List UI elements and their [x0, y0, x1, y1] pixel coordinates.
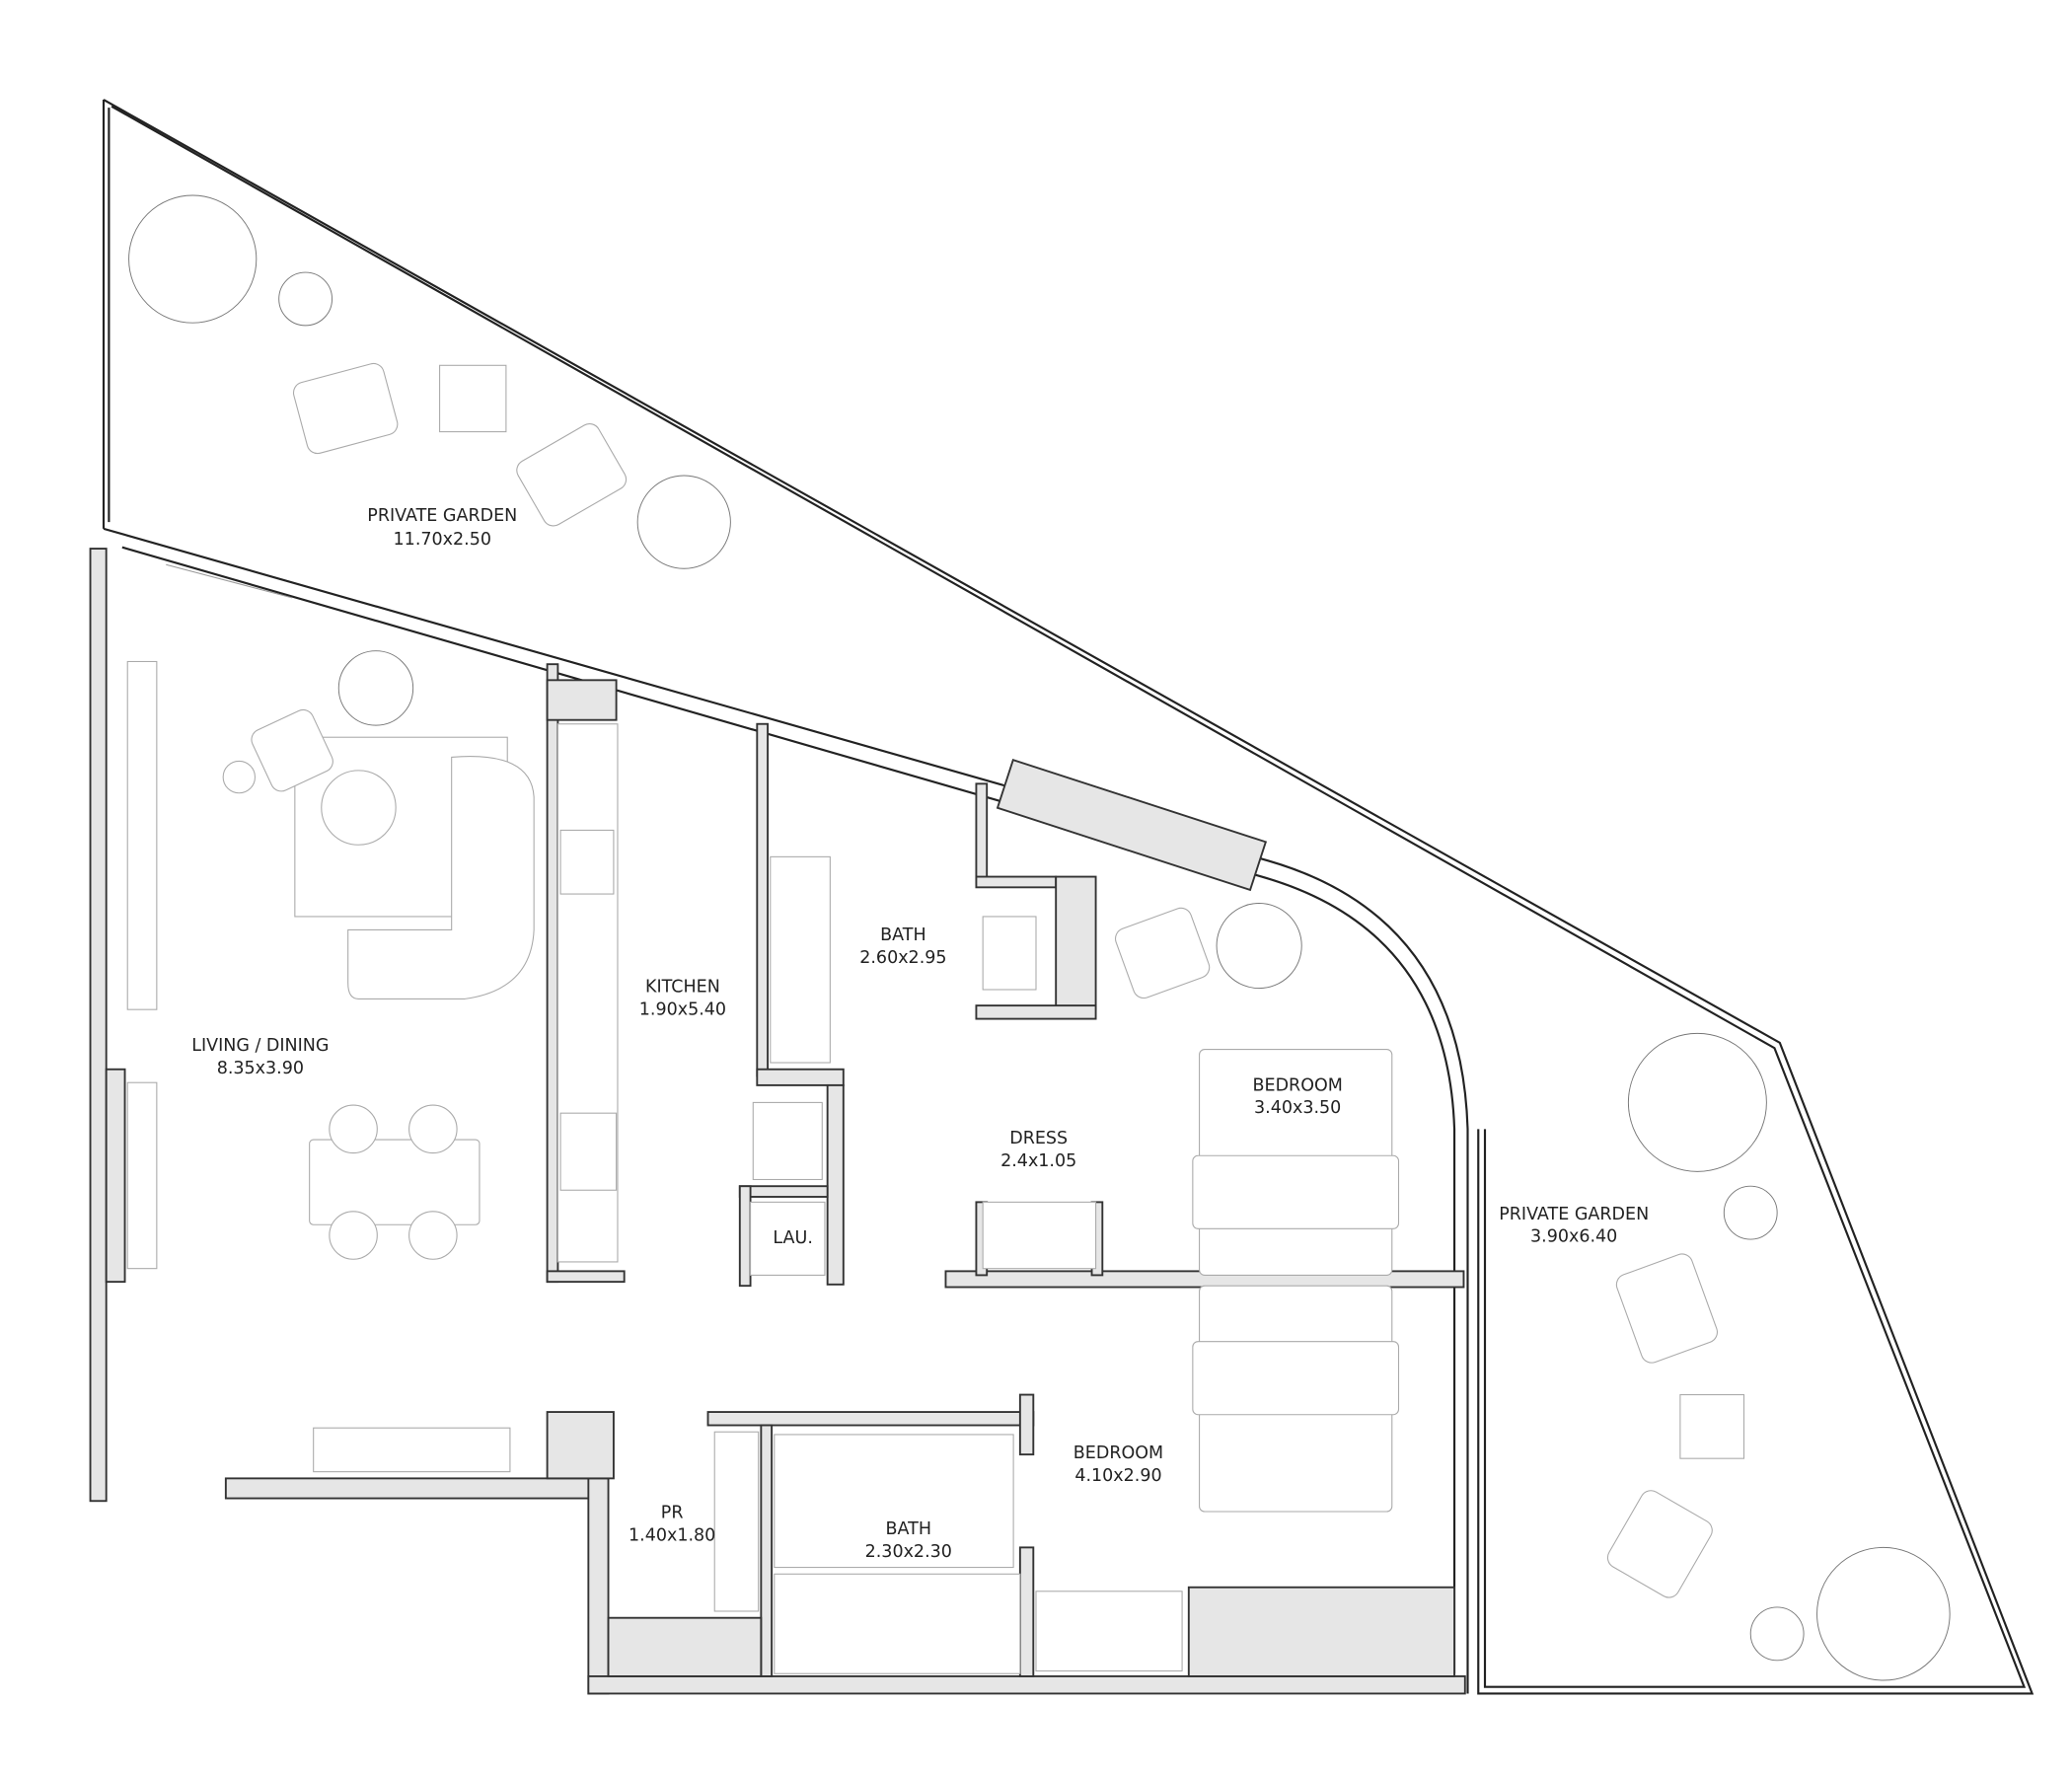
room-label-bedroom2: BEDROOM 4.10x2.90 [1073, 1443, 1163, 1486]
room-size: 1.40x1.80 [629, 1526, 715, 1546]
room-label-garden-right: PRIVATE GARDEN 3.90x6.40 [1499, 1205, 1649, 1247]
room-name: PRIVATE GARDEN [367, 506, 517, 526]
room-label-garden-top: PRIVATE GARDEN 11.70x2.50 [367, 506, 517, 550]
room-label-dress: DRESS 2.4x1.05 [1000, 1129, 1076, 1171]
room-size: 3.90x6.40 [1530, 1227, 1617, 1247]
room-name: KITCHEN [645, 978, 720, 998]
room-size: 1.90x5.40 [639, 1000, 726, 1020]
facade-wall [103, 527, 1469, 1694]
room-name: BEDROOM [1073, 1443, 1163, 1463]
room-name: BATH [886, 1519, 931, 1539]
room-size: 3.40x3.50 [1254, 1098, 1341, 1118]
room-label-bath2: BATH 2.30x2.30 [865, 1519, 952, 1562]
room-name: BATH [880, 925, 925, 945]
room-label-bedroom1: BEDROOM 3.40x3.50 [1253, 1075, 1343, 1118]
room-label-pr: PR 1.40x1.80 [629, 1504, 715, 1546]
room-label-laundry: LAU. [773, 1228, 812, 1248]
room-name: PR [661, 1504, 684, 1523]
room-label-bath1: BATH 2.60x2.95 [859, 925, 946, 968]
plants [128, 194, 1951, 1681]
garden-boundary [102, 99, 2035, 1695]
room-label-kitchen: KITCHEN 1.90x5.40 [639, 978, 726, 1020]
room-size: 11.70x2.50 [394, 530, 491, 550]
room-name: LIVING / DINING [191, 1036, 329, 1056]
room-size: 2.60x2.95 [859, 948, 946, 968]
furniture [126, 362, 1745, 1674]
room-size: 2.30x2.30 [865, 1542, 952, 1562]
room-name: PRIVATE GARDEN [1499, 1205, 1649, 1224]
room-name: BEDROOM [1253, 1075, 1343, 1095]
room-name: LAU. [773, 1228, 812, 1248]
room-label-living: LIVING / DINING 8.35x3.90 [191, 1036, 329, 1078]
room-size: 4.10x2.90 [1074, 1466, 1161, 1486]
room-size: 2.4x1.05 [1000, 1151, 1076, 1171]
room-name: DRESS [1009, 1129, 1068, 1148]
room-size: 8.35x3.90 [217, 1059, 304, 1078]
